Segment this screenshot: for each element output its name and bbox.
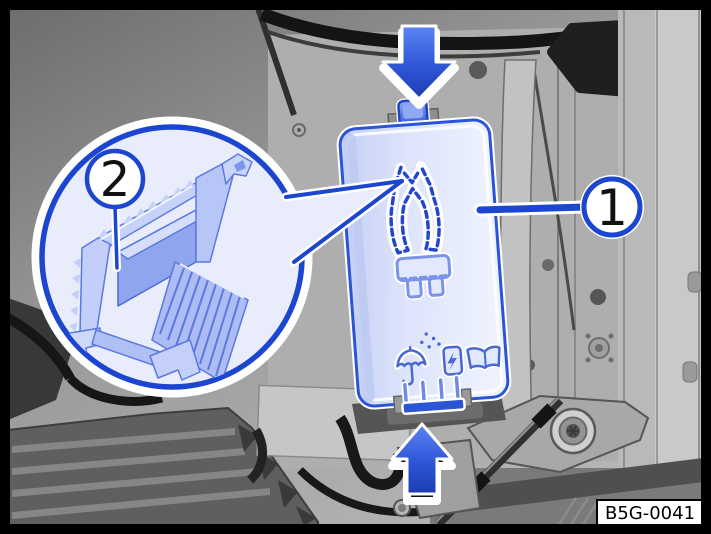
rib (12, 468, 258, 497)
press-up-arrow-icon (388, 422, 456, 505)
pillar-strip (655, 8, 703, 526)
rib (12, 488, 270, 519)
inset-pointer-wedge (281, 176, 407, 267)
claw-notch (234, 160, 246, 172)
screw-center (297, 128, 301, 132)
book (466, 345, 501, 370)
fuse-lightning-icon (440, 343, 465, 378)
pillar-hole (682, 361, 698, 383)
callout-1-badge (581, 176, 643, 238)
puller-leg (427, 276, 445, 297)
owners-manual-book-icon (464, 343, 503, 371)
fin (296, 506, 316, 526)
dot (608, 357, 614, 363)
callout-2-number: 2 (100, 152, 131, 208)
rib (12, 428, 235, 453)
pliers-outline (389, 164, 441, 255)
cable (5, 313, 75, 381)
callout-1-leader (476, 203, 589, 214)
panel-edge (255, 7, 297, 116)
figure-code-text: B5G-0041 (605, 503, 695, 524)
fin (238, 424, 258, 452)
dot (608, 333, 614, 339)
right-pillar (618, 8, 703, 526)
lightning-bolt (447, 352, 458, 371)
cable (66, 374, 164, 406)
umbrella (396, 345, 427, 386)
callout-1-number: 1 (596, 179, 628, 237)
bellows-ribs (159, 267, 241, 377)
umbrella-rain-icon (393, 332, 441, 386)
dot (585, 357, 591, 363)
lower-rail (430, 458, 703, 516)
fin (278, 480, 298, 508)
wedge-edges (284, 179, 404, 264)
down-arrow (381, 24, 457, 101)
hatch-line (556, 497, 578, 527)
fuse-puller-icon (393, 252, 454, 301)
rod-collar (531, 403, 557, 429)
figure-code-label: B5G-0041 (596, 499, 704, 527)
clip-right-member (195, 163, 235, 263)
cable-drop (531, 63, 576, 331)
rain-drops (420, 332, 441, 349)
dot (585, 333, 591, 339)
panel-hole (590, 289, 606, 305)
torx-groove (568, 425, 578, 437)
callout-2: 2 (84, 148, 146, 272)
clip-foot-right (149, 339, 201, 381)
retaining-clip-illustration (63, 153, 253, 383)
ribbed-engine-cover (5, 298, 319, 527)
rib (12, 448, 245, 475)
puller-dash-line (398, 274, 450, 281)
panel-hole (542, 259, 554, 271)
callout-2-leader (113, 204, 119, 270)
bolt-head (398, 504, 406, 512)
clip-highlight (179, 263, 245, 299)
hatch-line (568, 497, 590, 527)
clip-left-rail (79, 237, 111, 337)
book-spine (483, 351, 487, 367)
pliers-jaw (402, 170, 421, 185)
callout-2-badge (84, 148, 146, 210)
puller-body (395, 254, 452, 283)
cover-bottom-latch (386, 374, 484, 425)
press-down-arrow-icon (379, 24, 459, 109)
fuse-box-cover (336, 97, 512, 425)
cable (246, 427, 268, 484)
grill-slots (403, 376, 460, 407)
spot-weld-center (595, 344, 603, 352)
rail-serration-left (69, 258, 81, 332)
pillar-hole (687, 271, 703, 293)
latch-tab (401, 397, 466, 415)
panel-hole (469, 61, 487, 79)
callout-1: 1 (473, 175, 644, 239)
pliers-icon (386, 160, 445, 258)
puller-leg (405, 278, 423, 299)
up-arrow (390, 422, 454, 496)
